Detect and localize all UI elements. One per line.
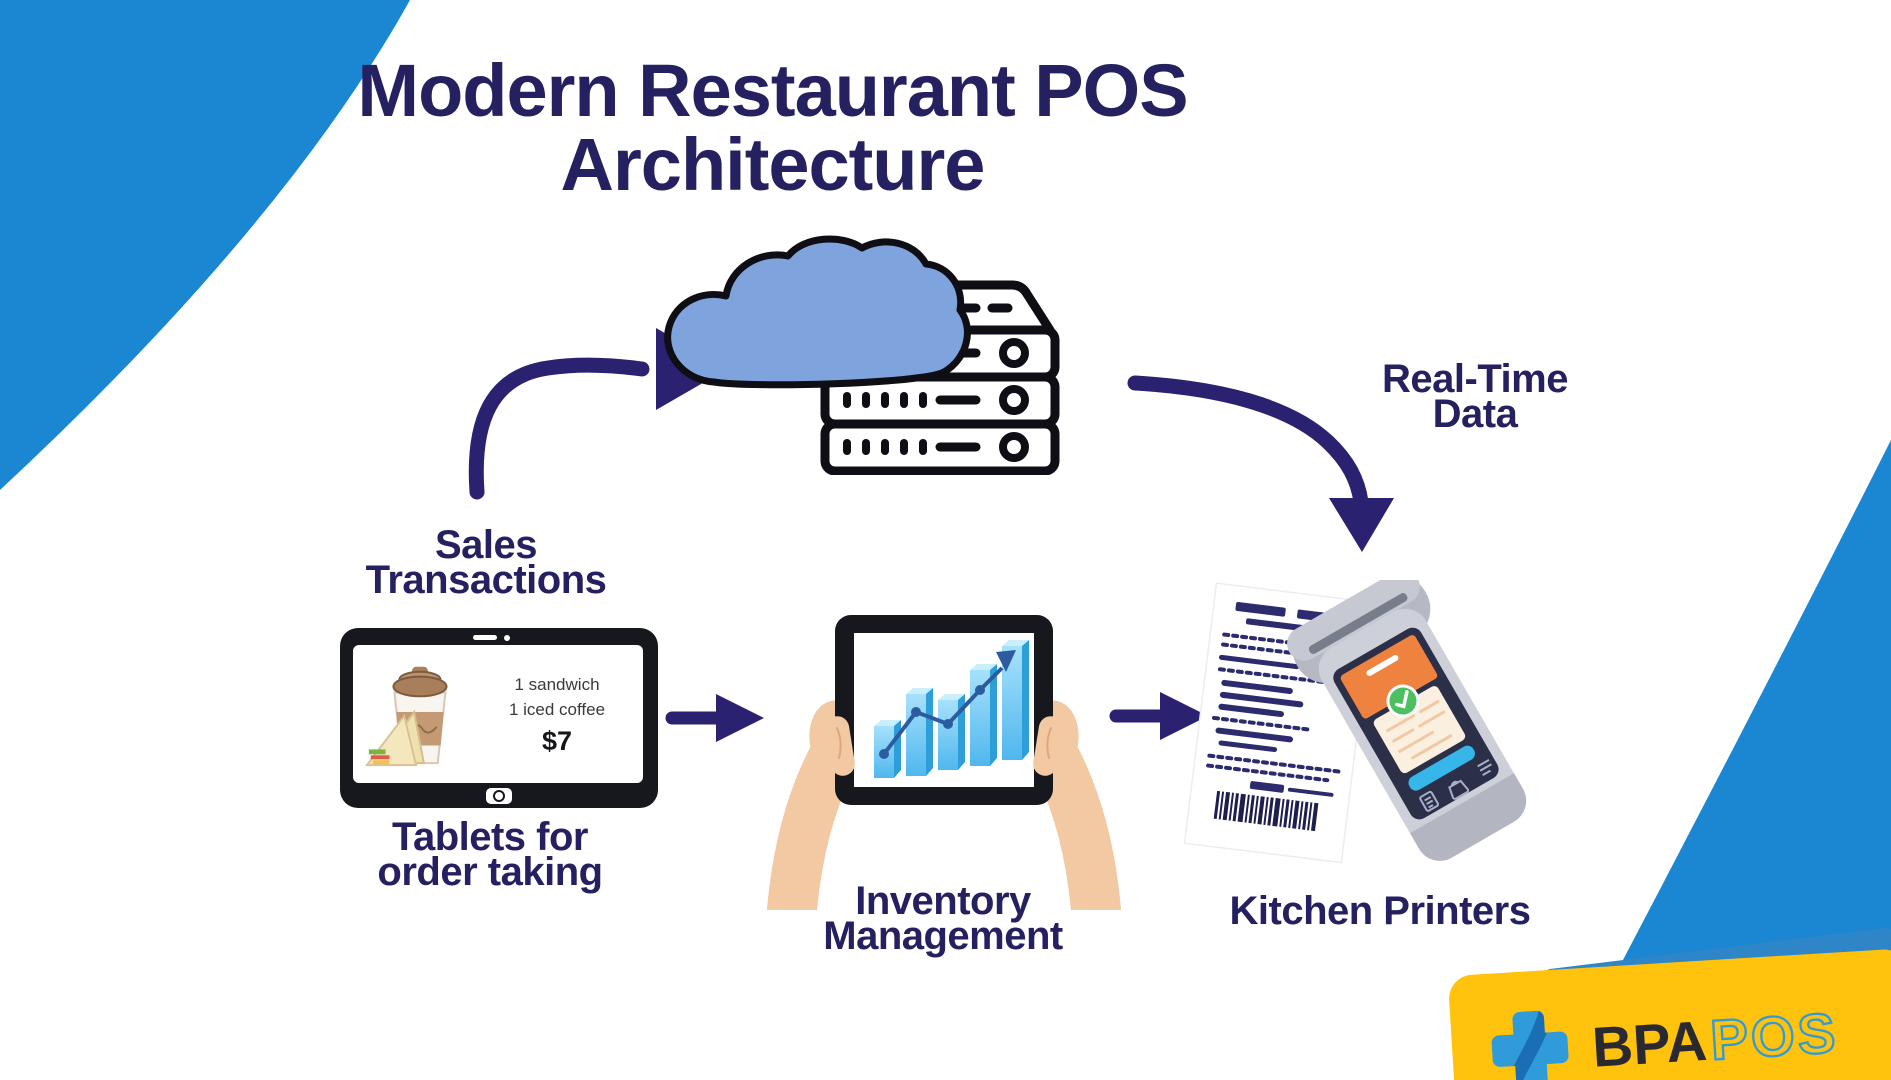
- order-total: $7: [541, 725, 573, 756]
- brand-text-outline: POS: [1708, 1000, 1839, 1071]
- bpa-cross-icon: [1491, 1009, 1569, 1080]
- label-inventory-line2: Management: [823, 914, 1063, 959]
- corner-swoosh-bottom-right: [1560, 440, 1891, 1080]
- tablet-camera-dash: [473, 635, 497, 640]
- label-tablets-line1: Tablets for: [391, 815, 589, 859]
- label-kitchen-printers: Kitchen Printers: [1190, 889, 1570, 933]
- page-title-line1: Modern Restaurant POS: [357, 49, 1188, 132]
- order-item: 1 iced coffee: [508, 700, 606, 719]
- page-title: Modern Restaurant POS Architecture: [250, 54, 1295, 202]
- terminal-body: [1287, 580, 1527, 861]
- label-tablets-for-order-taking: Tablets for order taking: [330, 815, 650, 895]
- sandwich-icon: [364, 709, 426, 767]
- label-real-time-line2: Data: [1432, 392, 1518, 437]
- label-sales-transactions: Sales Transactions: [336, 523, 636, 603]
- order-item: 1 sandwich: [514, 674, 600, 694]
- label-sales-line2: Transactions: [365, 558, 607, 603]
- label-inventory-line1: Inventory: [855, 879, 1031, 923]
- corner-swoosh-top-left: [0, 0, 410, 490]
- label-real-time-data: Real-Time Data: [1325, 357, 1625, 437]
- label-real-time-line1: Real-Time: [1382, 357, 1568, 401]
- tablet-home-button: [486, 788, 512, 804]
- pos-terminal-icon: [1183, 580, 1527, 864]
- label-sales-line1: Sales: [434, 523, 538, 567]
- cloud-server-icon: [664, 235, 1060, 475]
- cloud-icon: [664, 235, 971, 389]
- label-inventory-management: Inventory Management: [788, 879, 1098, 959]
- order-summary: 1 sandwich 1 iced coffee $7: [477, 672, 637, 757]
- right-arrow-icon: [1109, 692, 1208, 740]
- chart-trend-line: [879, 650, 1016, 759]
- order-tablet-screen: 1 sandwich 1 iced coffee $7: [353, 645, 643, 783]
- label-tablets-line2: order taking: [377, 850, 603, 895]
- label-kitchen-line1: Kitchen Printers: [1229, 889, 1531, 933]
- food-illustration: [364, 666, 448, 767]
- bar-chart-icon: [874, 640, 1029, 778]
- brand-wordmark: BPA POS: [1590, 999, 1841, 1078]
- brand-logo: BPA POS: [1447, 948, 1891, 1080]
- right-arrow-icon: [665, 694, 764, 742]
- brand-text-bold: BPA: [1590, 1008, 1708, 1078]
- tablet-camera-icon: [504, 635, 510, 641]
- page-title-line2: Architecture: [560, 123, 986, 206]
- terminal-nav-icons: [1419, 759, 1492, 812]
- hands-holding-tablet-icon: [767, 615, 1121, 910]
- order-tablet: 1 sandwich 1 iced coffee $7: [340, 628, 658, 808]
- curved-arrow-down-icon: [1127, 375, 1394, 552]
- home-button-ring: [493, 790, 505, 802]
- barcode-icon: [1213, 790, 1319, 832]
- success-check-icon: [1386, 684, 1420, 718]
